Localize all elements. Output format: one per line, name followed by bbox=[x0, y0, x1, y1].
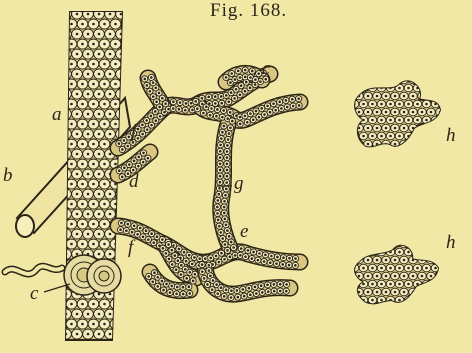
figure-title: Fig. 168. bbox=[210, 0, 287, 22]
label-h-top: h bbox=[446, 125, 456, 147]
coil-c bbox=[5, 255, 121, 295]
label-d: d bbox=[129, 171, 139, 193]
lobule-h-top bbox=[346, 76, 449, 156]
label-g: g bbox=[234, 173, 244, 195]
gland-branches bbox=[116, 67, 302, 301]
label-f-bottom: f bbox=[128, 237, 133, 259]
label-c-left: c bbox=[30, 283, 38, 305]
label-e: e bbox=[240, 221, 248, 243]
label-f-top: f bbox=[131, 121, 136, 143]
label-c-top: c bbox=[262, 58, 270, 80]
label-b: b bbox=[3, 165, 13, 187]
lobule-h-bottom bbox=[346, 240, 449, 312]
label-h-bottom: h bbox=[446, 232, 456, 254]
label-a: a bbox=[52, 104, 62, 126]
